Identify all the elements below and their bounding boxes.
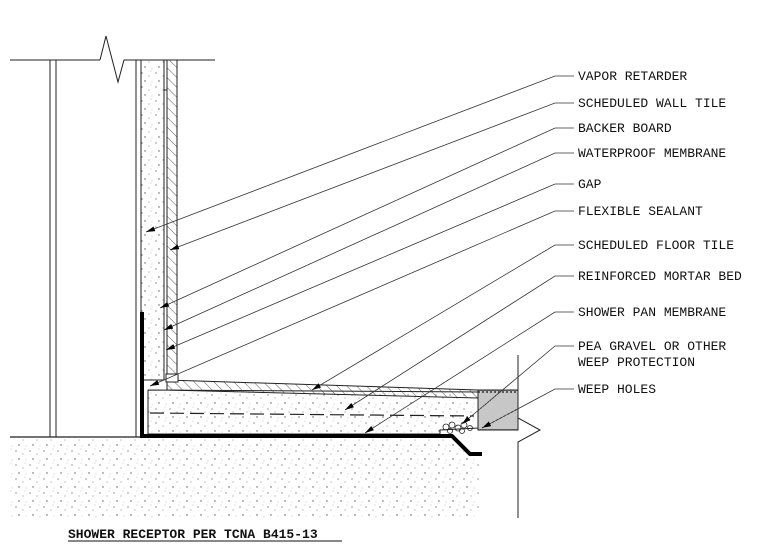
label-gap: GAP	[578, 177, 602, 192]
arrowhead-backer-board	[160, 301, 170, 308]
arrowhead-gap	[166, 344, 176, 350]
arrowhead-weep-holes	[482, 421, 492, 428]
backer-board-layer	[140, 59, 165, 381]
arrowhead-flexible-sealant	[150, 380, 160, 386]
leader-line-gap	[165, 183, 574, 351]
drawing-title: SHOWER RECEPTOR PER TCNA B415-13	[68, 527, 318, 542]
stud-wall	[10, 35, 215, 437]
leader-lines	[145, 75, 574, 434]
arrowhead-scheduled-wall-tile	[170, 244, 180, 250]
leader-line-scheduled-floor-tile	[311, 244, 574, 391]
label-flexible-sealant: FLEXIBLE SEALANT	[578, 204, 703, 219]
arrowhead-shower-pan-membrane	[365, 426, 374, 433]
flexible-sealant-bead	[165, 373, 179, 383]
leader-line-pea-gravel	[461, 345, 574, 425]
leader-line-vapor-retarder	[145, 75, 574, 233]
leader-line-backer-board	[159, 127, 574, 309]
leader-line-shower-pan-membrane	[364, 311, 574, 434]
pea-gravel	[442, 421, 473, 434]
arrowhead-reinforced-mortar-bed	[345, 403, 354, 410]
leader-line-waterproof-membrane	[163, 152, 574, 331]
leader-line-flexible-sealant	[149, 210, 574, 387]
arrowhead-vapor-retarder	[146, 226, 156, 232]
shower-pan-membrane-line	[140, 312, 482, 456]
concrete-slab	[10, 436, 480, 518]
callout-labels: VAPOR RETARDER SCHEDULED WALL TILE BACKE…	[578, 69, 742, 397]
label-scheduled-wall-tile: SCHEDULED WALL TILE	[578, 96, 726, 111]
label-shower-pan-membrane: SHOWER PAN MEMBRANE	[578, 305, 726, 320]
label-vapor-retarder: VAPOR RETARDER	[578, 69, 687, 84]
label-weep-holes: WEEP HOLES	[578, 382, 656, 397]
label-waterproof-membrane: WATERPROOF MEMBRANE	[578, 146, 726, 161]
leader-line-weep-holes	[481, 388, 574, 429]
leader-line-scheduled-wall-tile	[169, 102, 574, 251]
label-pea-gravel-line-2: WEEP PROTECTION	[578, 355, 695, 370]
arrowhead-scheduled-floor-tile	[312, 383, 322, 390]
leader-line-reinforced-mortar-bed	[344, 275, 574, 411]
label-pea-gravel-line-1: PEA GRAVEL OR OTHER	[578, 339, 726, 354]
arrowhead-waterproof-membrane	[164, 324, 174, 330]
label-scheduled-floor-tile: SCHEDULED FLOOR TILE	[578, 238, 734, 253]
label-reinforced-mortar-bed: REINFORCED MORTAR BED	[578, 269, 742, 284]
curb	[477, 355, 542, 518]
label-backer-board: BACKER BOARD	[578, 121, 672, 136]
arrowhead-pea-gravel	[462, 416, 471, 424]
